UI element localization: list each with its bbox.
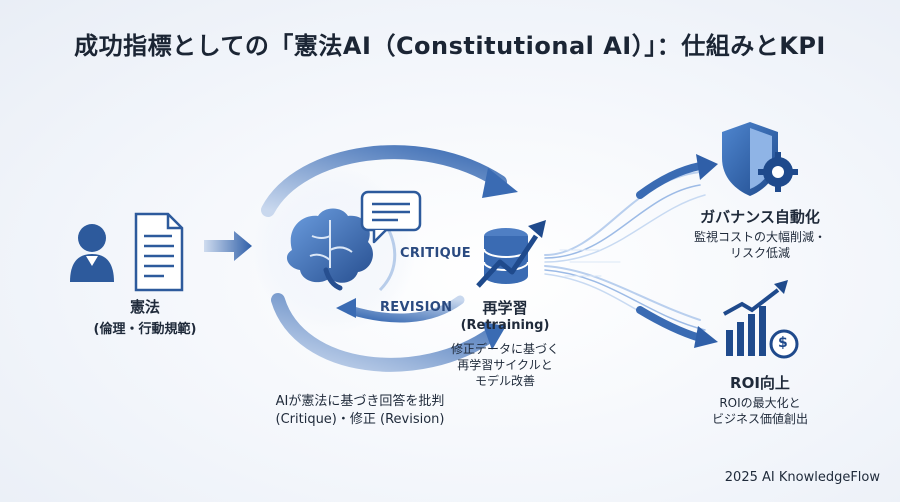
loop-caption-line2: (Critique)・修正 (Revision) <box>275 412 445 427</box>
roi-desc-line2: ビジネス価値創出 <box>711 412 808 426</box>
chat-bubble-icon <box>360 190 422 244</box>
revision-label: REVISION <box>380 300 453 315</box>
governance-desc-line2: リスク低減 <box>729 246 790 260</box>
lower-flow-arrow <box>636 306 718 348</box>
governance-label: ガバナンス自動化 <box>700 208 820 226</box>
top-cycle-arrow <box>261 145 518 217</box>
dollar-icon <box>769 329 799 359</box>
retraining-sublabel: (Retraining) <box>460 318 550 333</box>
critique-label: CRITIQUE <box>400 246 471 261</box>
footer-credit: 2025 AI KnowledgeFlow <box>724 470 880 485</box>
person-icon <box>70 224 114 282</box>
roi-desc-line1: ROIの最大化と <box>719 396 801 410</box>
retraining-label: 再学習 <box>482 299 528 317</box>
gear-icon <box>758 152 798 192</box>
constitution-sublabel: (倫理・行動規範) <box>93 322 197 337</box>
retraining-desc-line3: モデル改善 <box>474 374 535 388</box>
roi-label: ROI向上 <box>730 374 790 392</box>
arrow-right-icon <box>204 231 252 261</box>
database-icon <box>483 228 529 284</box>
revision-arrow <box>336 295 465 323</box>
page-title: 成功指標としての「憲法AI（Constitutional AI）」：仕組みとKP… <box>74 32 826 60</box>
bar-chart-icon <box>723 280 788 356</box>
flow-lines <box>544 171 706 341</box>
dollar-glyph: $ <box>778 335 788 351</box>
governance-desc-line1: 監視コストの大幅削減・ <box>693 230 826 244</box>
document-icon <box>134 212 184 292</box>
brain-icon <box>286 208 373 291</box>
shield-icon <box>722 122 778 196</box>
constitution-label: 憲法 <box>129 298 160 316</box>
retraining-desc-line2: 再学習サイクルと <box>457 358 553 372</box>
retraining-desc-line1: 修正データに基づく <box>450 342 559 356</box>
loop-caption-line1: AIが憲法に基づき回答を批判 <box>275 394 445 409</box>
growth-arrow-icon <box>476 220 546 288</box>
bottom-cycle-arrow <box>271 293 506 372</box>
upper-flow-arrow <box>636 154 718 199</box>
